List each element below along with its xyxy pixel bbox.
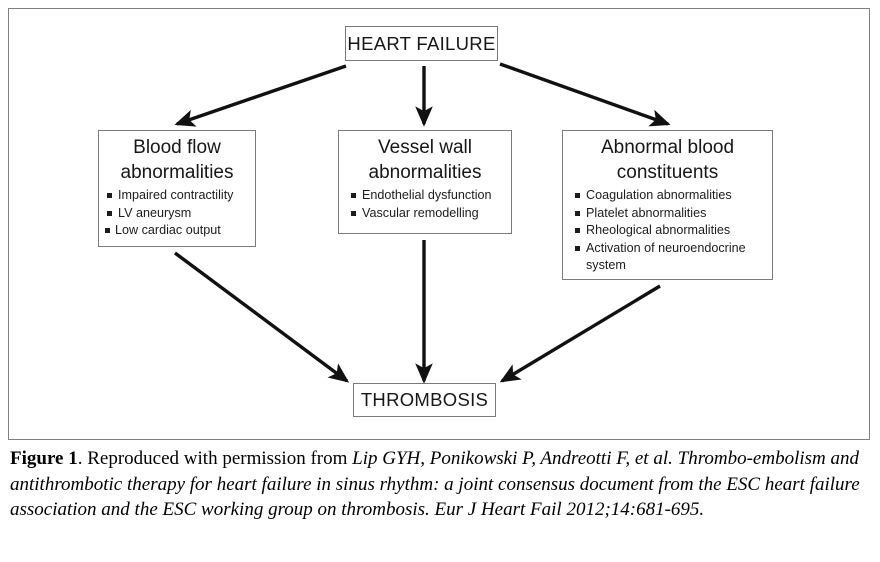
node-blood-flow-title: Blood flow abnormalities bbox=[99, 131, 255, 185]
square-bullet-icon bbox=[575, 228, 580, 233]
square-bullet-icon bbox=[351, 210, 356, 216]
caption-journal-citation: Eur J Heart Fail 2012;14:681-695. bbox=[434, 499, 705, 520]
list-item-label: Vascular remodelling bbox=[362, 205, 479, 220]
node-abnormal-blood-title-line2: constituents bbox=[616, 162, 719, 183]
list-item-label: Activation of neuroendocrine system bbox=[586, 240, 746, 273]
list-item: Vascular remodelling bbox=[349, 205, 507, 223]
list-item-label: Coagulation abnormalities bbox=[586, 188, 732, 202]
node-blood-flow-title-line1: Blood flow bbox=[133, 137, 221, 158]
node-abnormal-blood-title: Abnormal blood constituents bbox=[563, 131, 772, 185]
node-blood-flow-abnormalities[interactable]: Blood flow abnormalities Impaired contra… bbox=[98, 130, 256, 247]
node-heart-failure[interactable]: HEART FAILURE bbox=[345, 26, 498, 61]
list-item: Rheological abnormalities bbox=[573, 222, 766, 240]
node-vessel-wall-title: Vessel wall abnormalities bbox=[339, 131, 511, 185]
list-item-label: LV aneurysm bbox=[118, 205, 192, 220]
caption-lead-text: . Reproduced with permission from bbox=[77, 448, 353, 469]
square-bullet-icon bbox=[107, 210, 112, 216]
node-vessel-wall-abnormalities[interactable]: Vessel wall abnormalities Endothelial dy… bbox=[338, 130, 512, 234]
node-abnormal-blood-constituents[interactable]: Abnormal blood constituents Coagulation … bbox=[562, 130, 773, 280]
list-item: Platelet abnormalities bbox=[573, 205, 766, 223]
node-thrombosis-label: THROMBOSIS bbox=[360, 389, 489, 410]
node-blood-flow-bullet-list: Impaired contractility LV aneurysm Low c… bbox=[99, 187, 255, 240]
node-abnormal-blood-bullet-list: Coagulation abnormalities Platelet abnor… bbox=[563, 187, 772, 275]
list-item-label: Rheological abnormalities bbox=[586, 223, 731, 237]
list-item-label: Endothelial dysfunction bbox=[362, 188, 492, 202]
list-item-label: Impaired contractility bbox=[118, 188, 234, 202]
list-item-label: Low cardiac output bbox=[115, 223, 221, 237]
square-bullet-icon bbox=[105, 228, 110, 233]
list-item: Impaired contractility bbox=[105, 187, 251, 205]
square-bullet-icon bbox=[575, 193, 580, 198]
node-blood-flow-title-line2: abnormalities bbox=[120, 162, 234, 183]
list-item: Activation of neuroendocrine system bbox=[573, 240, 766, 275]
node-abnormal-blood-title-line1: Abnormal blood bbox=[600, 137, 735, 158]
square-bullet-icon bbox=[575, 210, 580, 216]
list-item-label: Platelet abnormalities bbox=[586, 205, 707, 220]
list-item: Low cardiac output bbox=[105, 222, 251, 240]
figure-caption: Figure 1. Reproduced with permission fro… bbox=[10, 446, 872, 523]
node-heart-failure-label: HEART FAILURE bbox=[347, 32, 496, 54]
caption-authors: Lip GYH, Ponikowski P, Andreotti F, et a… bbox=[352, 448, 673, 469]
square-bullet-icon bbox=[351, 193, 356, 198]
node-vessel-wall-title-line1: Vessel wall bbox=[378, 137, 472, 158]
node-vessel-wall-title-line2: abnormalities bbox=[368, 162, 482, 183]
list-item: Endothelial dysfunction bbox=[349, 187, 507, 205]
square-bullet-icon bbox=[575, 245, 580, 251]
caption-article-title: Thrombo-embolism and antithrombotic ther… bbox=[10, 448, 860, 520]
list-item: LV aneurysm bbox=[105, 205, 251, 223]
node-thrombosis[interactable]: THROMBOSIS bbox=[353, 383, 496, 417]
square-bullet-icon bbox=[107, 193, 112, 198]
node-vessel-wall-bullet-list: Endothelial dysfunction Vascular remodel… bbox=[339, 187, 511, 222]
list-item: Coagulation abnormalities bbox=[573, 187, 766, 205]
caption-figure-label: Figure 1 bbox=[10, 448, 78, 469]
